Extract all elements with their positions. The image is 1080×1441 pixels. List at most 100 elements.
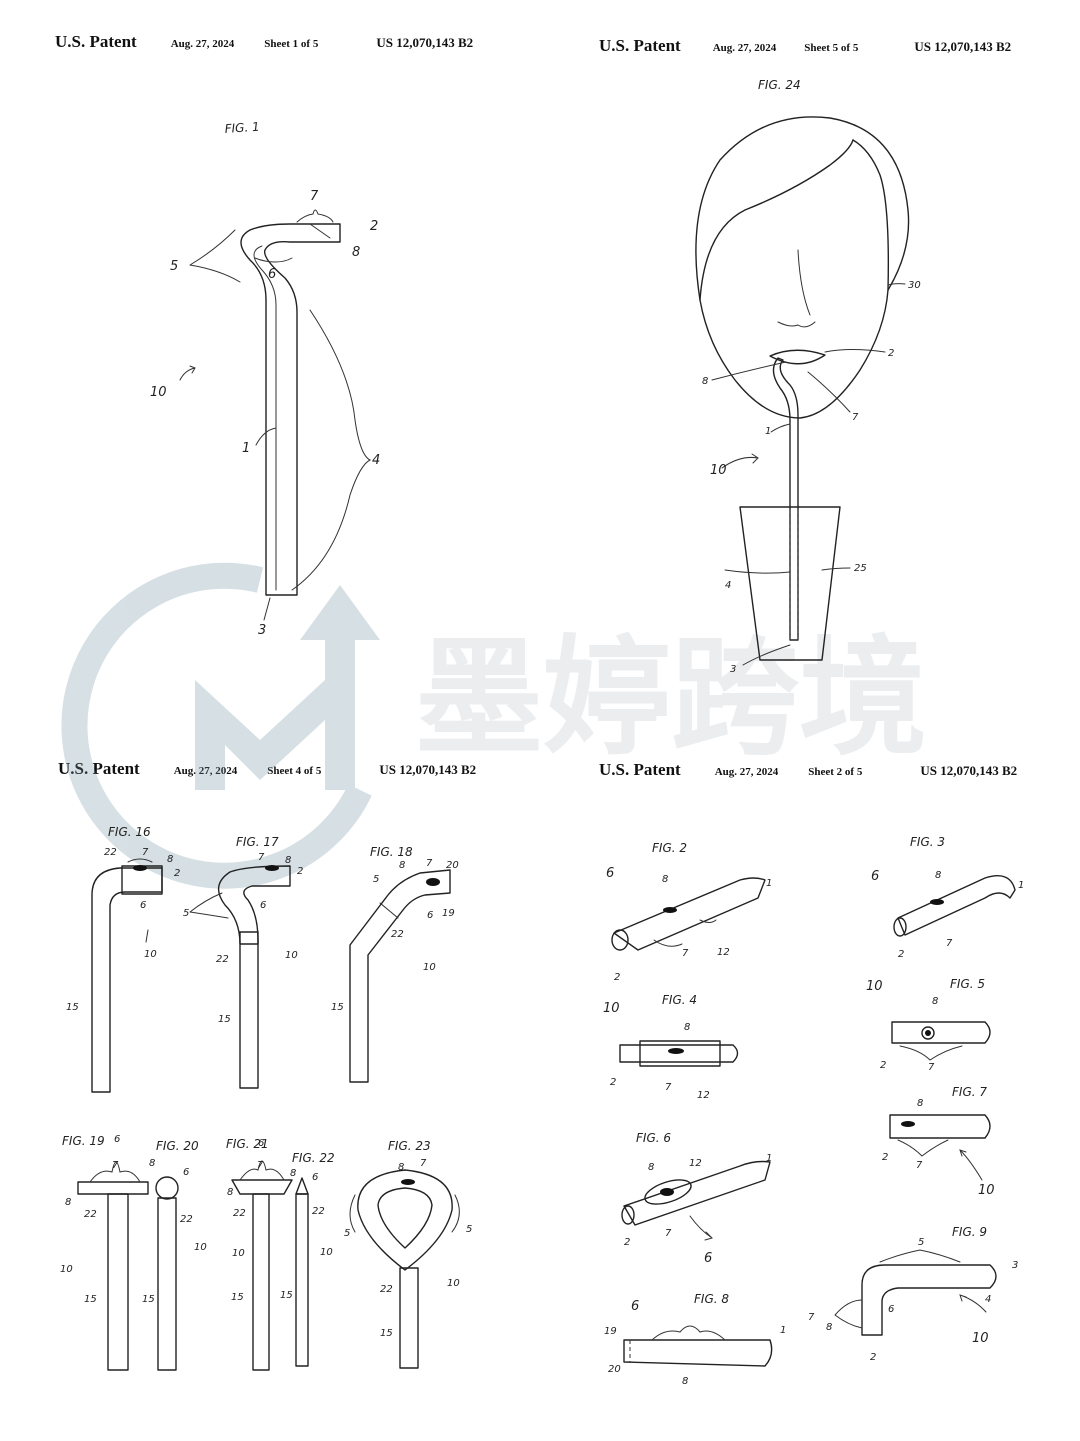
fig23-hole	[401, 1179, 415, 1185]
fig4-straw	[619, 1044, 739, 1063]
fig23-title: FIG. 23	[388, 1139, 431, 1153]
fig17-label-5: 5	[183, 908, 189, 919]
fig4-label-2: 2	[610, 1077, 616, 1088]
fig22-label-8: 8	[290, 1168, 296, 1179]
fig16-label-22: 22	[104, 847, 117, 858]
fig6: FIG. 6 8 12 1 2 7 6	[621, 1131, 772, 1266]
fig16-label-2: 2	[174, 868, 180, 879]
fig5-label-8: 8	[932, 996, 938, 1007]
fig18-label-8: 8	[399, 860, 405, 871]
fig1-inner-line	[253, 245, 277, 591]
sheet5-date: Aug. 27, 2024	[712, 42, 777, 54]
fig1-label-6: 6	[268, 267, 276, 282]
fig17-hole	[265, 865, 279, 871]
fig9-label-2: 2	[870, 1352, 876, 1363]
fig18-label-19: 19	[442, 908, 455, 919]
fig19-straw	[107, 1193, 129, 1371]
fig3-title: FIG. 3	[910, 835, 945, 849]
fig18-label-20: 20	[446, 860, 459, 871]
fig23-label-7: 7	[420, 1158, 427, 1169]
fig6-title: FIG. 6	[636, 1131, 671, 1145]
fig21-title: FIG. 21	[226, 1137, 269, 1151]
fig4-sleeve	[639, 1040, 721, 1067]
fig7-label-10: 10	[978, 1183, 995, 1198]
fig24-label-10: 10	[710, 463, 727, 478]
fig7: FIG. 7 8 2 7 10	[882, 1085, 995, 1198]
fig16-title: FIG. 16	[108, 825, 151, 839]
fig18-straw	[349, 869, 451, 1083]
fig3: FIG. 3 6 8 1 2 7	[871, 835, 1024, 960]
fig24-label-25: 25	[854, 563, 867, 574]
fig16-label-7: 7	[142, 847, 149, 858]
sheet5-title: U.S. Patent	[599, 36, 681, 55]
fig23-loop-outer	[357, 1169, 453, 1271]
sheet1-header: U.S. Patent Aug. 27, 2024 Sheet 1 of 5 U…	[55, 32, 473, 52]
fig19-tip	[77, 1181, 149, 1195]
fig16-label-10: 10	[144, 949, 157, 960]
fig6-pad	[644, 1179, 692, 1205]
fig6-hole	[660, 1188, 674, 1196]
fig9-label-7: 7	[808, 1312, 815, 1323]
fig20-label-10: 10	[194, 1242, 207, 1253]
sheet5-sheet: Sheet 5 of 5	[804, 42, 859, 54]
fig1-label-2: 2	[370, 219, 378, 234]
fig19-label-22: 22	[84, 1209, 97, 1220]
fig5-straw	[891, 1021, 991, 1044]
sheet2-date: Aug. 27, 2024	[714, 766, 779, 778]
fig6-label-6: 6	[704, 1251, 712, 1266]
fig6-label-7: 7	[665, 1228, 672, 1239]
fig6-label-2: 2	[624, 1237, 630, 1248]
fig22-label-10: 10	[320, 1247, 333, 1258]
fig3-hole	[930, 899, 944, 905]
fig23-label-22: 22	[380, 1284, 393, 1295]
fig21-label-8: 8	[227, 1187, 233, 1198]
fig21-label-7: 7	[257, 1160, 264, 1171]
fig17-straw	[217, 865, 291, 1089]
fig4-title: FIG. 4	[662, 993, 697, 1007]
fig23-label-5a: 5	[344, 1228, 350, 1239]
fig8-label-19: 19	[604, 1326, 617, 1337]
fig1: FIG. 1 7 2 8 5 6 10 1 4 3	[150, 120, 380, 638]
fig22-label-6: 6	[312, 1172, 318, 1183]
fig24-label-2: 2	[888, 348, 894, 359]
fig4-label-10: 10	[603, 1001, 620, 1016]
fig22-straw	[295, 1193, 309, 1367]
sheet4-sheet: Sheet 4 of 5	[267, 765, 322, 777]
fig1-bracket-4	[291, 309, 372, 591]
fig5-label-7: 7	[928, 1062, 935, 1073]
fig24: FIG. 24 30 2 8 7 1 10 25 4 3	[695, 78, 921, 675]
fig18-title: FIG. 18	[370, 845, 413, 859]
fig20-tip	[155, 1176, 179, 1200]
fig16-label-6: 6	[140, 900, 146, 911]
fig17-label-7: 7	[258, 852, 265, 863]
fig1-label-7: 7	[310, 189, 319, 204]
sheet4-header: U.S. Patent Aug. 27, 2024 Sheet 4 of 5 U…	[58, 759, 476, 779]
fig5-hole	[925, 1030, 931, 1036]
fig16-straw	[91, 867, 163, 1093]
fig18-label-7: 7	[426, 858, 433, 869]
fig3-label-8: 8	[935, 870, 941, 881]
fig20-title: FIG. 20	[156, 1139, 199, 1153]
fig3-label-1: 1	[1018, 880, 1024, 891]
fig19-label-7: 7	[112, 1160, 119, 1171]
fig24-nose	[777, 249, 816, 328]
fig16-hole	[133, 865, 147, 871]
fig21: FIG. 21 6 7 8 22 10 15	[226, 1137, 293, 1371]
fig24-label-7: 7	[852, 412, 859, 423]
watermark: 墨婷跨境	[61, 562, 927, 889]
fig6-label-8: 8	[648, 1162, 654, 1173]
fig7-straw	[889, 1114, 991, 1139]
fig1-bracket-7	[296, 209, 334, 223]
fig17-label-6: 6	[260, 900, 266, 911]
watermark-logo	[61, 562, 380, 889]
fig8: FIG. 8 6 19 1 20 8	[604, 1292, 786, 1387]
fig24-straw-hidden	[789, 510, 799, 640]
fig2: FIG. 2 6 8 1 2 7 12	[606, 841, 772, 983]
fig23-label-10: 10	[447, 1278, 460, 1289]
fig1-label-1: 1	[242, 441, 250, 456]
fig19: FIG. 19 6 7 8 22 10 15	[60, 1134, 149, 1371]
fig16-label-8: 8	[167, 854, 173, 865]
sheet5-number: US 12,070,143 B2	[914, 39, 1012, 54]
fig16: FIG. 16 22 7 8 2 6 10 15	[66, 825, 180, 1093]
